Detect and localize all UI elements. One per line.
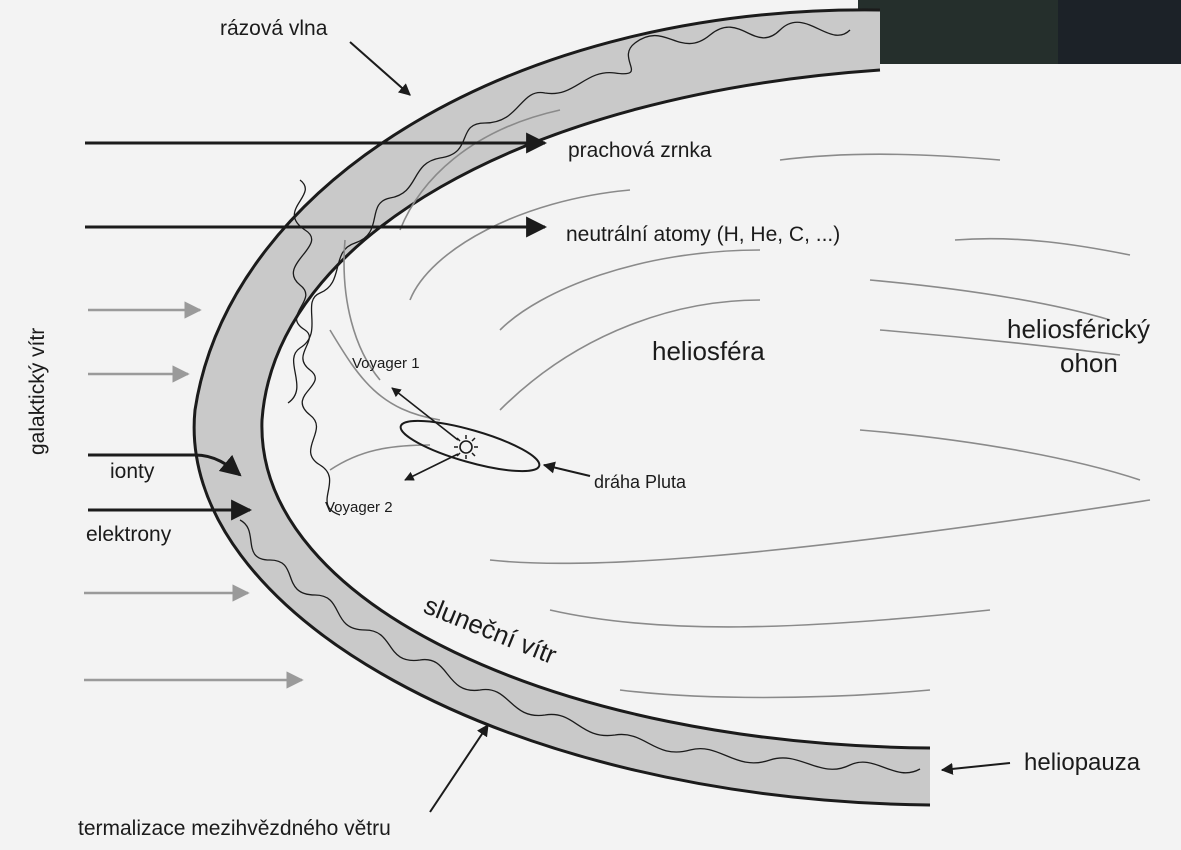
label-voyager1: Voyager 1 (352, 355, 420, 372)
photo-corner-glow (858, 0, 1058, 64)
label-dust-grains: prachová zrnka (568, 139, 712, 162)
label-heliopause: heliopauza (1024, 749, 1141, 776)
label-voyager2: Voyager 2 (325, 499, 393, 516)
label-thermalization: termalizace mezihvězdného větru (78, 817, 391, 840)
label-pluto-orbit: dráha Pluta (594, 472, 687, 492)
voyager2-trajectory (405, 454, 458, 480)
thermalization-pointer (430, 725, 488, 812)
label-galactic-wind: galaktický vítr (26, 328, 49, 455)
label-electrons: elektrony (86, 523, 172, 546)
label-heliotail-line2: ohon (1060, 348, 1118, 378)
pluto-orbit-ellipse (396, 411, 543, 481)
shock-band (194, 10, 930, 805)
sun-icon (454, 435, 478, 459)
label-shock-wave: rázová vlna (220, 17, 328, 40)
label-neutral-atoms: neutrální atomy (H, He, C, ...) (566, 223, 840, 246)
shock-wave-pointer (350, 42, 410, 95)
label-heliosphere: heliosféra (652, 336, 765, 366)
heliopause-pointer (942, 763, 1010, 770)
label-heliotail-line1: heliosférický (1007, 314, 1150, 344)
label-ions: ionty (110, 460, 155, 483)
pluto-orbit-pointer (544, 465, 590, 476)
